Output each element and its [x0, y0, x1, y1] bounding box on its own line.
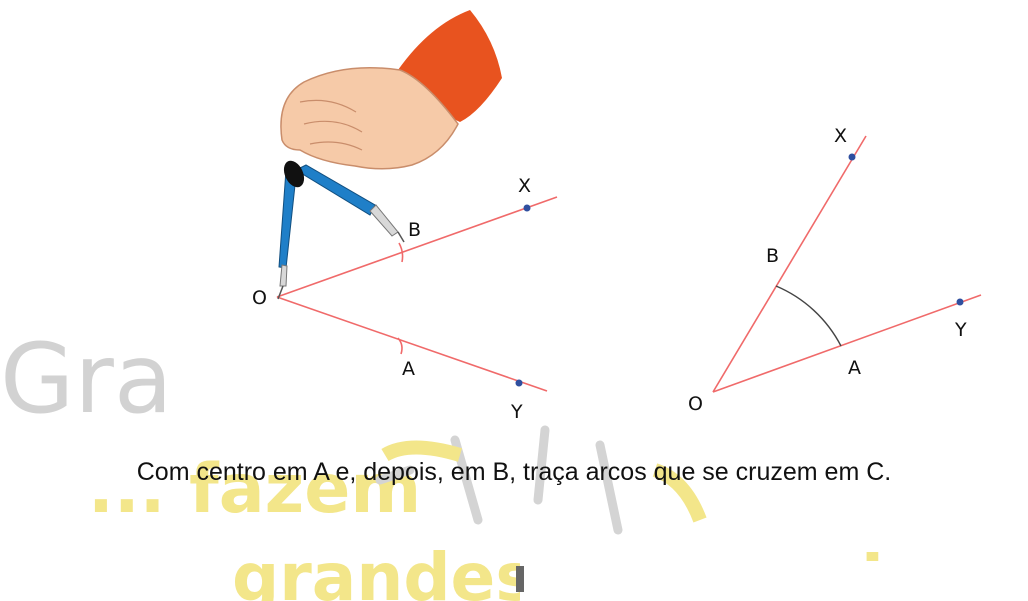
pin-icon: [516, 566, 524, 592]
watermark-mask: [520, 561, 961, 601]
arc-mark-b: [398, 242, 404, 263]
caption-text: Com centro em A e, depois, em B, traça a…: [136, 458, 892, 486]
watermark: Gra ... fazem grandes pessoas!: [0, 323, 961, 601]
arc-mark-a: [397, 337, 403, 355]
watermark-fazem-text: ... fazem: [88, 450, 421, 529]
point-y-dot: [515, 379, 523, 387]
point-x-dot: [848, 153, 856, 161]
ray-ox: [276, 196, 558, 298]
label-o: O: [688, 393, 703, 415]
label-x: X: [518, 175, 531, 197]
ray-oy: [276, 296, 548, 392]
point-x-dot: [523, 204, 531, 212]
watermark-ray: [381, 440, 463, 462]
label-b: B: [408, 219, 421, 241]
label-y: Y: [954, 319, 967, 341]
left-diagram: O A B X Y: [252, 10, 558, 423]
arc-ab: [775, 285, 842, 347]
point-y-dot: [956, 298, 964, 306]
compass-icon: [277, 160, 405, 300]
label-y: Y: [510, 401, 523, 423]
label-a: A: [402, 358, 415, 380]
label-o: O: [252, 287, 267, 309]
ray-oy: [712, 294, 982, 393]
hand-icon: [280, 10, 502, 170]
label-b: B: [766, 245, 779, 267]
ray-ox: [712, 135, 867, 393]
label-a: A: [848, 357, 861, 379]
right-diagram: O A B X Y: [688, 125, 982, 415]
label-x: X: [834, 125, 847, 147]
watermark-ray: [652, 463, 707, 523]
watermark-gray-text: Gra: [0, 323, 173, 435]
